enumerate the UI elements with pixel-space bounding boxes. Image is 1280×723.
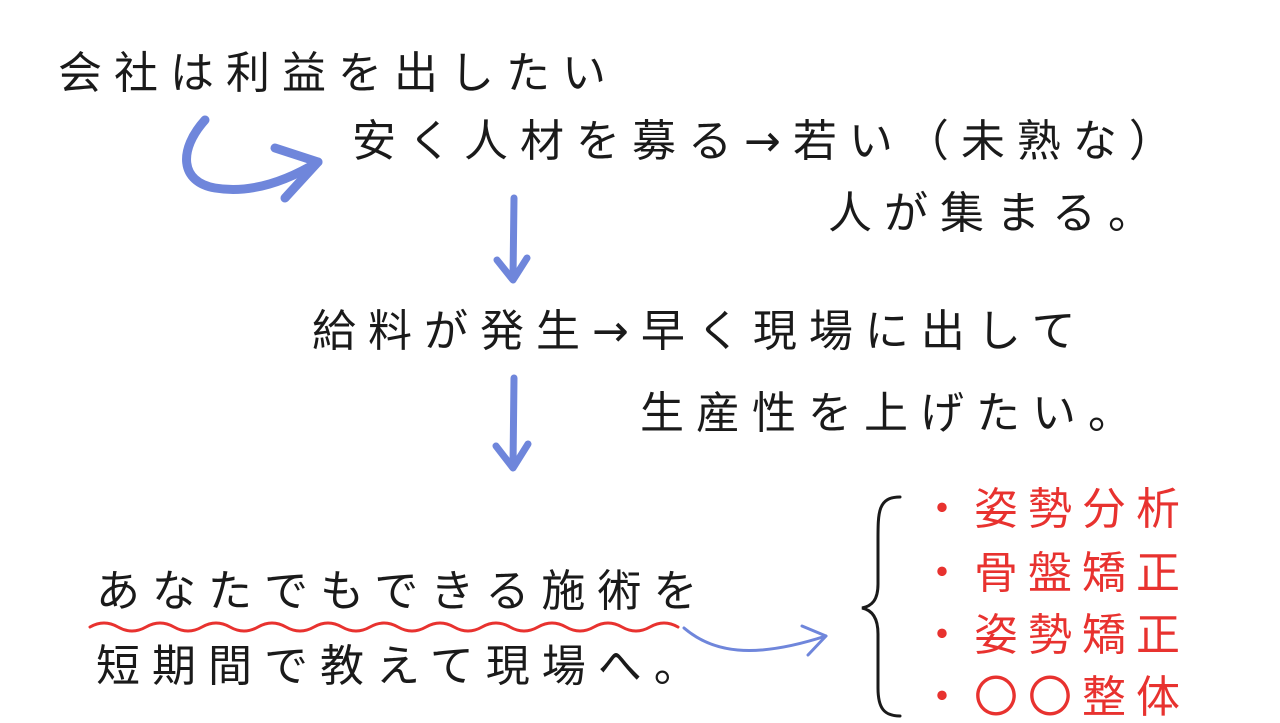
- line-salary-occurs: 給料が発生→早く現場に出して: [312, 306, 1088, 357]
- curved-arrow-icon: [182, 115, 323, 203]
- technique-item-posture-correction: ・姿勢矯正: [920, 610, 1190, 661]
- line-teach-technique: あなたでもできる施術を: [96, 566, 710, 617]
- technique-item-posture-analysis: ・姿勢分析: [920, 484, 1190, 535]
- curved-arrow-icon: [682, 624, 828, 657]
- curly-brace: [861, 495, 902, 718]
- down-arrow-icon: [492, 374, 532, 472]
- line-recruit-cheap: 安く人材を募る→若い（未熟な）: [352, 116, 1185, 167]
- line-company-profit: 会社は利益を出したい: [58, 48, 618, 99]
- technique-item-seitai: ・〇〇整体: [920, 672, 1190, 723]
- down-arrow-icon: [493, 194, 531, 284]
- technique-item-pelvis-correction: ・骨盤矯正: [920, 548, 1190, 599]
- line-people-gather: 人が集まる。: [828, 188, 1164, 239]
- line-short-training: 短期間で教えて現場へ。: [96, 641, 710, 692]
- line-raise-productivity: 生産性を上げたい。: [640, 388, 1144, 439]
- wavy-underline: [88, 621, 680, 633]
